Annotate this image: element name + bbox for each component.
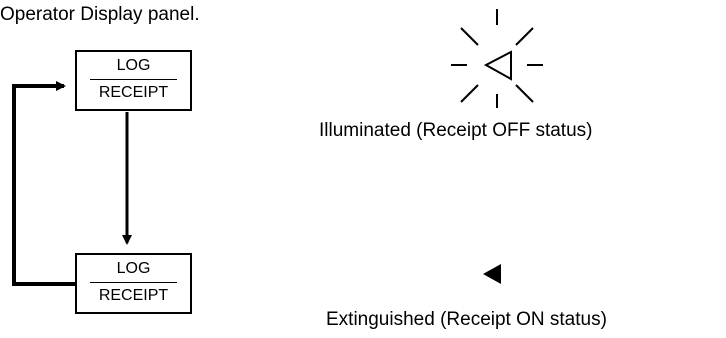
key-divider	[90, 79, 177, 80]
illuminated-caption: Illuminated (Receipt OFF status)	[319, 120, 593, 141]
lamp-extinguished-icon	[483, 264, 501, 284]
extinguished-caption: Extinguished (Receipt ON status)	[326, 309, 607, 330]
key-label-log: LOG	[116, 260, 151, 277]
lamp-illuminated-icon	[451, 9, 543, 108]
key-divider	[90, 282, 177, 283]
key-label-receipt: RECEIPT	[98, 287, 169, 304]
diagram-heading: Operator Display panel.	[0, 4, 200, 25]
key-label-log: LOG	[116, 57, 151, 74]
loop-back-arrow	[12, 81, 75, 286]
log-receipt-key-bottom[interactable]: LOG RECEIPT	[75, 253, 192, 314]
key-label-receipt: RECEIPT	[98, 84, 169, 101]
log-receipt-key-top[interactable]: LOG RECEIPT	[75, 50, 192, 111]
